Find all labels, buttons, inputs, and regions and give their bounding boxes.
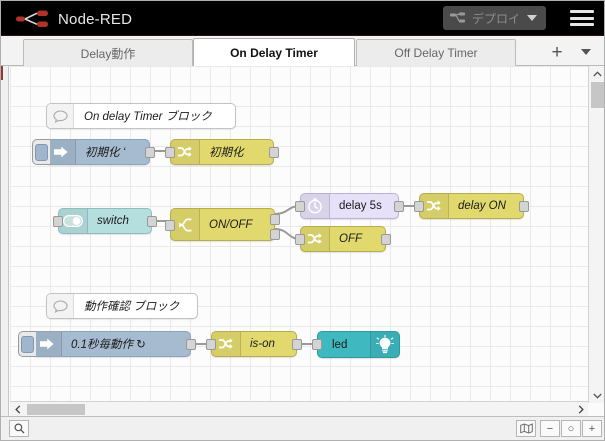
inject-arrow-icon [33, 332, 62, 356]
node-output-port[interactable] [381, 234, 391, 245]
change-shuffle-icon [212, 332, 241, 356]
node-label: OFF [339, 233, 362, 245]
node-input-port[interactable] [295, 234, 305, 245]
tab-off-delay-timer[interactable]: Off Delay Timer [356, 39, 516, 66]
node-label: 初期化 [209, 147, 244, 159]
chevron-right-icon[interactable] [573, 402, 588, 416]
app-title: Node-RED [58, 10, 133, 28]
status-bar: − ○ + [1, 416, 604, 440]
node-input-port[interactable] [206, 339, 216, 350]
node-input-port[interactable] [53, 216, 63, 227]
node-change-off[interactable]: OFF [295, 226, 391, 252]
scrollbar-thumb[interactable] [591, 82, 604, 108]
node-output-port[interactable] [269, 147, 279, 158]
node-label: 0.1秒毎動作 ↻ [71, 339, 146, 351]
node-output-port[interactable] [147, 216, 157, 227]
node-input-port[interactable] [312, 339, 322, 350]
node-label: ON/OFF [209, 218, 253, 231]
node-label: is-on [250, 338, 275, 350]
brand-area: Node-RED [15, 7, 132, 31]
node-red-logo-icon [15, 9, 51, 29]
node-change-is-on[interactable]: is-on [206, 331, 302, 357]
node-input-port[interactable] [414, 201, 424, 212]
node-delay-5s[interactable]: delay 5s [295, 193, 404, 219]
comment-text: On delay Timer ブロック [84, 111, 212, 123]
node-label: switch [97, 215, 129, 227]
tab-label: On Delay Timer [230, 45, 318, 60]
plus-icon: + [551, 41, 563, 63]
hamburger-menu-icon[interactable] [570, 8, 594, 28]
inject-trigger-button[interactable] [18, 331, 36, 357]
change-shuffle-icon [420, 194, 449, 218]
inject-trigger-button[interactable] [32, 139, 50, 165]
tab-label: Off Delay Timer [394, 46, 478, 60]
chevron-up-icon[interactable] [589, 66, 604, 81]
node-change-delay-on[interactable]: delay ON [414, 193, 529, 219]
tab-list-menu-button[interactable] [576, 41, 596, 63]
node-output-port[interactable] [186, 339, 196, 350]
change-shuffle-icon [171, 140, 200, 164]
workspace: On delay Timer ブロック 初期化 ʻ [1, 66, 604, 416]
node-led[interactable]: led [312, 331, 400, 358]
node-label: 初期化 ʻ [85, 147, 126, 159]
comment-bubble-icon [47, 294, 74, 318]
node-inject-init[interactable]: 初期化 ʻ [32, 139, 155, 165]
chevron-down-icon[interactable] [527, 15, 537, 21]
palette-accent-bar [1, 66, 3, 80]
inject-arrow-icon [47, 140, 76, 164]
palette-collapsed-strip[interactable] [1, 66, 9, 416]
search-flows-button[interactable] [9, 420, 29, 437]
deploy-button[interactable]: デプロイ [442, 6, 546, 30]
node-label: delay 5s [339, 200, 382, 212]
add-flow-button[interactable]: + [546, 41, 568, 63]
chevron-down-icon[interactable] [589, 388, 604, 403]
node-label: delay ON [458, 200, 506, 212]
chevron-down-icon [581, 49, 591, 55]
canvas-horizontal-scrollbar[interactable] [10, 401, 588, 416]
zoom-in-button[interactable]: + [582, 420, 602, 437]
zoom-in-icon: + [588, 422, 596, 435]
comment-text: 動作確認 ブロック [84, 301, 180, 313]
comment-node-dousa-kakunin[interactable]: 動作確認 ブロック [46, 293, 198, 319]
zoom-out-icon: − [546, 422, 554, 435]
canvas-vertical-scrollbar[interactable] [588, 66, 604, 403]
tab-delay-dousa[interactable]: Delay動作 [23, 39, 193, 66]
toggle-switch-icon [59, 209, 88, 233]
node-output-port-1[interactable] [270, 214, 280, 225]
comment-bubble-icon [47, 104, 74, 128]
node-inject-repeat[interactable]: 0.1秒毎動作 ↻ [18, 331, 196, 357]
scrollbar-thumb[interactable] [27, 404, 85, 415]
navigator-toggle-button[interactable] [516, 420, 536, 437]
chevron-left-icon[interactable] [10, 402, 25, 416]
zoom-reset-icon: ○ [567, 422, 575, 435]
tab-label: Delay動作 [80, 46, 136, 61]
app-header: Node-RED デプロイ [1, 1, 604, 36]
flow-tab-bar: Delay動作 On Delay Timer Off Delay Timer + [1, 36, 604, 66]
node-input-port[interactable] [165, 147, 175, 158]
map-icon [519, 423, 533, 434]
node-switch-onoff[interactable]: ON/OFF [165, 208, 280, 241]
node-ui-switch[interactable]: switch [53, 208, 157, 234]
comment-node-on-delay-timer[interactable]: On delay Timer ブロック [46, 103, 236, 129]
node-output-port-2[interactable] [270, 229, 280, 240]
search-icon [14, 423, 25, 434]
node-change-init[interactable]: 初期化 [165, 139, 279, 165]
stopwatch-icon [301, 194, 330, 218]
change-shuffle-icon [301, 227, 330, 251]
node-input-port[interactable] [165, 220, 175, 231]
led-bulb-icon [370, 332, 399, 357]
node-label: led [332, 338, 348, 351]
deploy-icon [449, 12, 466, 24]
switch-fork-icon [171, 209, 200, 240]
deploy-label: デプロイ [471, 11, 520, 26]
flow-canvas[interactable]: On delay Timer ブロック 初期化 ʻ [10, 66, 588, 403]
tab-on-delay-timer[interactable]: On Delay Timer [193, 38, 355, 66]
node-input-port[interactable] [295, 201, 305, 212]
zoom-reset-button[interactable]: ○ [561, 420, 581, 437]
zoom-out-button[interactable]: − [540, 420, 560, 437]
node-output-port[interactable] [292, 339, 302, 350]
node-output-port[interactable] [394, 201, 404, 212]
node-output-port[interactable] [519, 201, 529, 212]
node-output-port[interactable] [145, 147, 155, 158]
